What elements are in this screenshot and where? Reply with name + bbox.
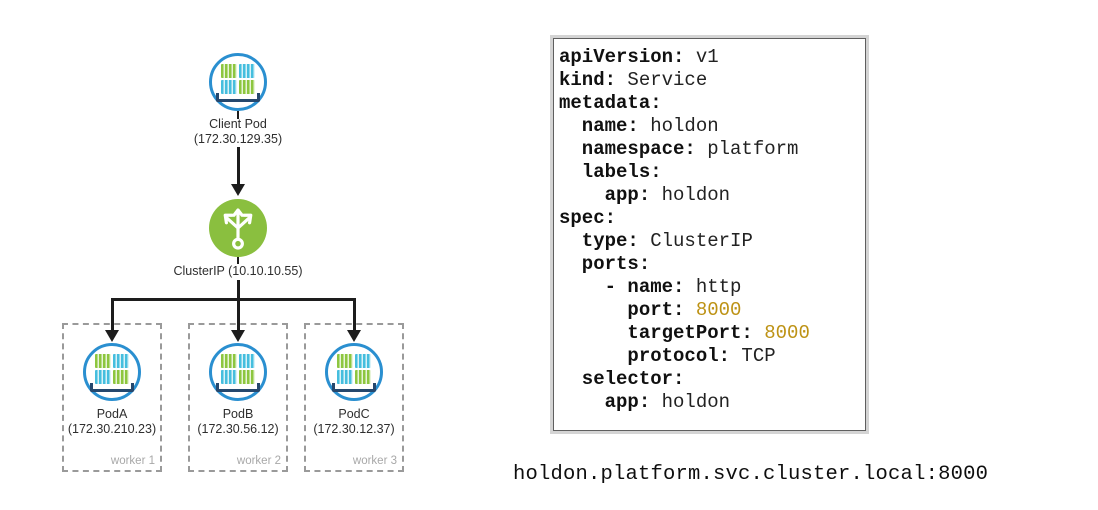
- container-square: [95, 353, 111, 368]
- container-square: [239, 79, 255, 94]
- poda-ip: (172.30.210.23): [67, 421, 157, 436]
- container-square: [355, 353, 371, 368]
- clusterip-service-icon: [209, 199, 267, 257]
- worker-node-box-3: worker 3: [304, 323, 404, 472]
- pod-tray-icon: [332, 383, 376, 392]
- podc-name: PodC: [338, 407, 370, 421]
- container-square: [239, 63, 255, 78]
- client-to-service-line: [236, 147, 240, 185]
- container-square: [221, 353, 237, 368]
- service-down-line: [236, 280, 240, 301]
- worker-label: worker 3: [352, 455, 397, 467]
- podb-ip: (172.30.56.12): [197, 421, 279, 436]
- podc-icon: [325, 343, 383, 401]
- podb-name: PodB: [222, 407, 254, 421]
- container-square: [239, 369, 255, 384]
- container-square: [95, 369, 111, 384]
- container-square: [113, 353, 129, 368]
- worker-node-box-1: worker 1: [62, 323, 162, 472]
- pod-tray-icon: [216, 93, 260, 102]
- container-square: [221, 63, 237, 78]
- worker-node-box-2: worker 2: [188, 323, 288, 472]
- arrowhead-poda: [105, 330, 119, 342]
- pod-tray-icon: [216, 383, 260, 392]
- container-square: [337, 353, 353, 368]
- container-square: [355, 369, 371, 384]
- drop-line-podc: [352, 298, 356, 331]
- podb-label: PodB (172.30.56.12): [178, 407, 298, 436]
- worker-label: worker 2: [236, 455, 281, 467]
- client-pod-name: Client Pod: [209, 117, 267, 131]
- client-pod-icon: [209, 53, 267, 111]
- poda-icon: [83, 343, 141, 401]
- container-square: [113, 369, 129, 384]
- worker-label: worker 1: [110, 455, 155, 467]
- arrowhead-podb: [231, 330, 245, 342]
- client-pod-ip: (172.30.129.35): [193, 131, 283, 146]
- connector-tick: [236, 111, 239, 119]
- poda-name: PodA: [96, 407, 128, 421]
- podc-ip: (172.30.12.37): [313, 421, 395, 436]
- poda-label: PodA (172.30.210.23): [52, 407, 172, 436]
- client-pod-label: Client Pod (172.30.129.35): [158, 117, 318, 146]
- podc-label: PodC (172.30.12.37): [294, 407, 414, 436]
- load-balancer-icon: [223, 208, 253, 250]
- containers-icon: [337, 353, 371, 384]
- containers-icon: [221, 353, 255, 384]
- clusterip-label: ClusterIP (10.10.10.55): [173, 264, 303, 278]
- connector-tick: [236, 257, 239, 264]
- containers-icon: [95, 353, 129, 384]
- drop-line-podb: [236, 298, 240, 331]
- fanout-horizontal-line: [110, 298, 356, 301]
- client-to-service-arrowhead: [231, 184, 245, 196]
- container-square: [239, 353, 255, 368]
- pod-tray-icon: [90, 383, 134, 392]
- container-square: [221, 369, 237, 384]
- container-square: [337, 369, 353, 384]
- container-square: [221, 79, 237, 94]
- dns-caption: holdon.platform.svc.cluster.local:8000: [513, 463, 989, 486]
- arrowhead-podc: [347, 330, 361, 342]
- drop-line-poda: [110, 298, 114, 331]
- containers-icon: [221, 63, 255, 94]
- podb-icon: [209, 343, 267, 401]
